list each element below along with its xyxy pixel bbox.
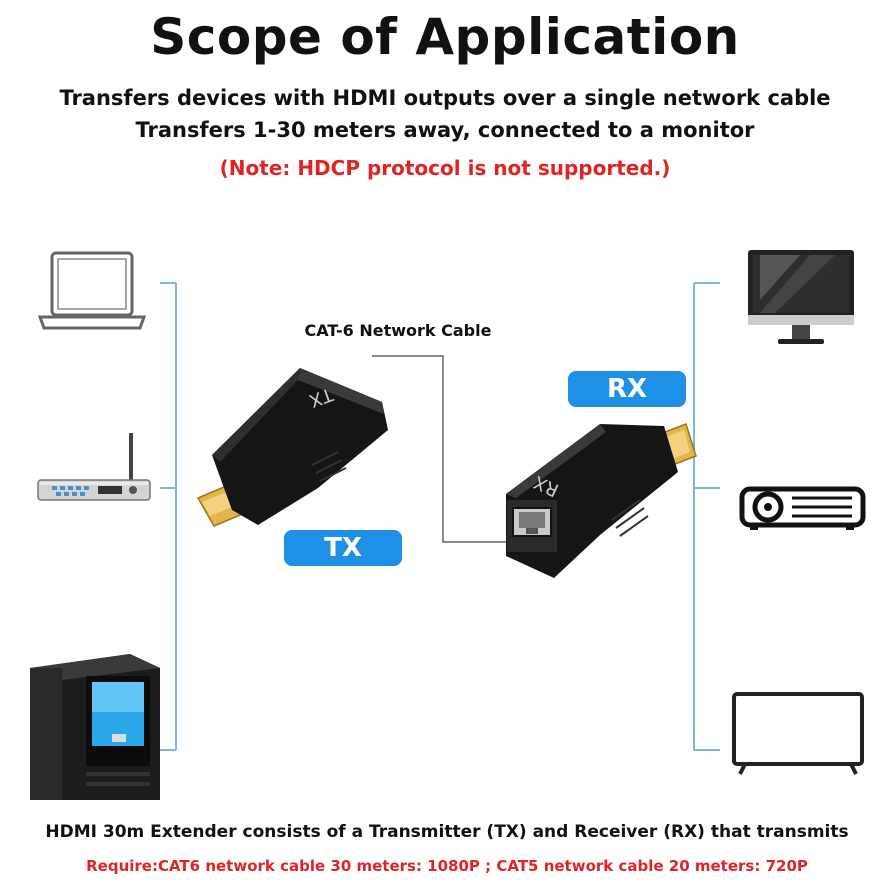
rx-pill-badge: RX [568, 371, 686, 407]
source-bracket [160, 282, 177, 751]
footer-description: HDMI 30m Extender consists of a Transmit… [45, 822, 849, 842]
laptop-icon [37, 251, 147, 330]
tx-transmitter-device: TX [196, 368, 388, 527]
set-top-box-icon [37, 433, 151, 501]
desktop-tower-icon [30, 654, 160, 800]
page-title: Scope of Application [150, 8, 740, 66]
tv-icon [732, 692, 864, 775]
hdcp-note: (Note: HDCP protocol is not supported.) [219, 156, 671, 180]
subtitle-line-1: Transfers devices with HDMI outputs over… [59, 86, 831, 110]
rx-receiver-device: RX [506, 423, 697, 578]
tx-pill-badge: TX [284, 530, 402, 566]
projector-icon [739, 486, 866, 530]
footer-requirement: Require:CAT6 network cable 30 meters: 10… [86, 857, 808, 875]
network-cable-line [372, 355, 510, 543]
monitor-icon [748, 250, 854, 344]
subtitle-line-2: Transfers 1-30 meters away, connected to… [135, 118, 755, 142]
network-cable-label: CAT-6 Network Cable [304, 321, 492, 340]
display-bracket [693, 282, 720, 751]
